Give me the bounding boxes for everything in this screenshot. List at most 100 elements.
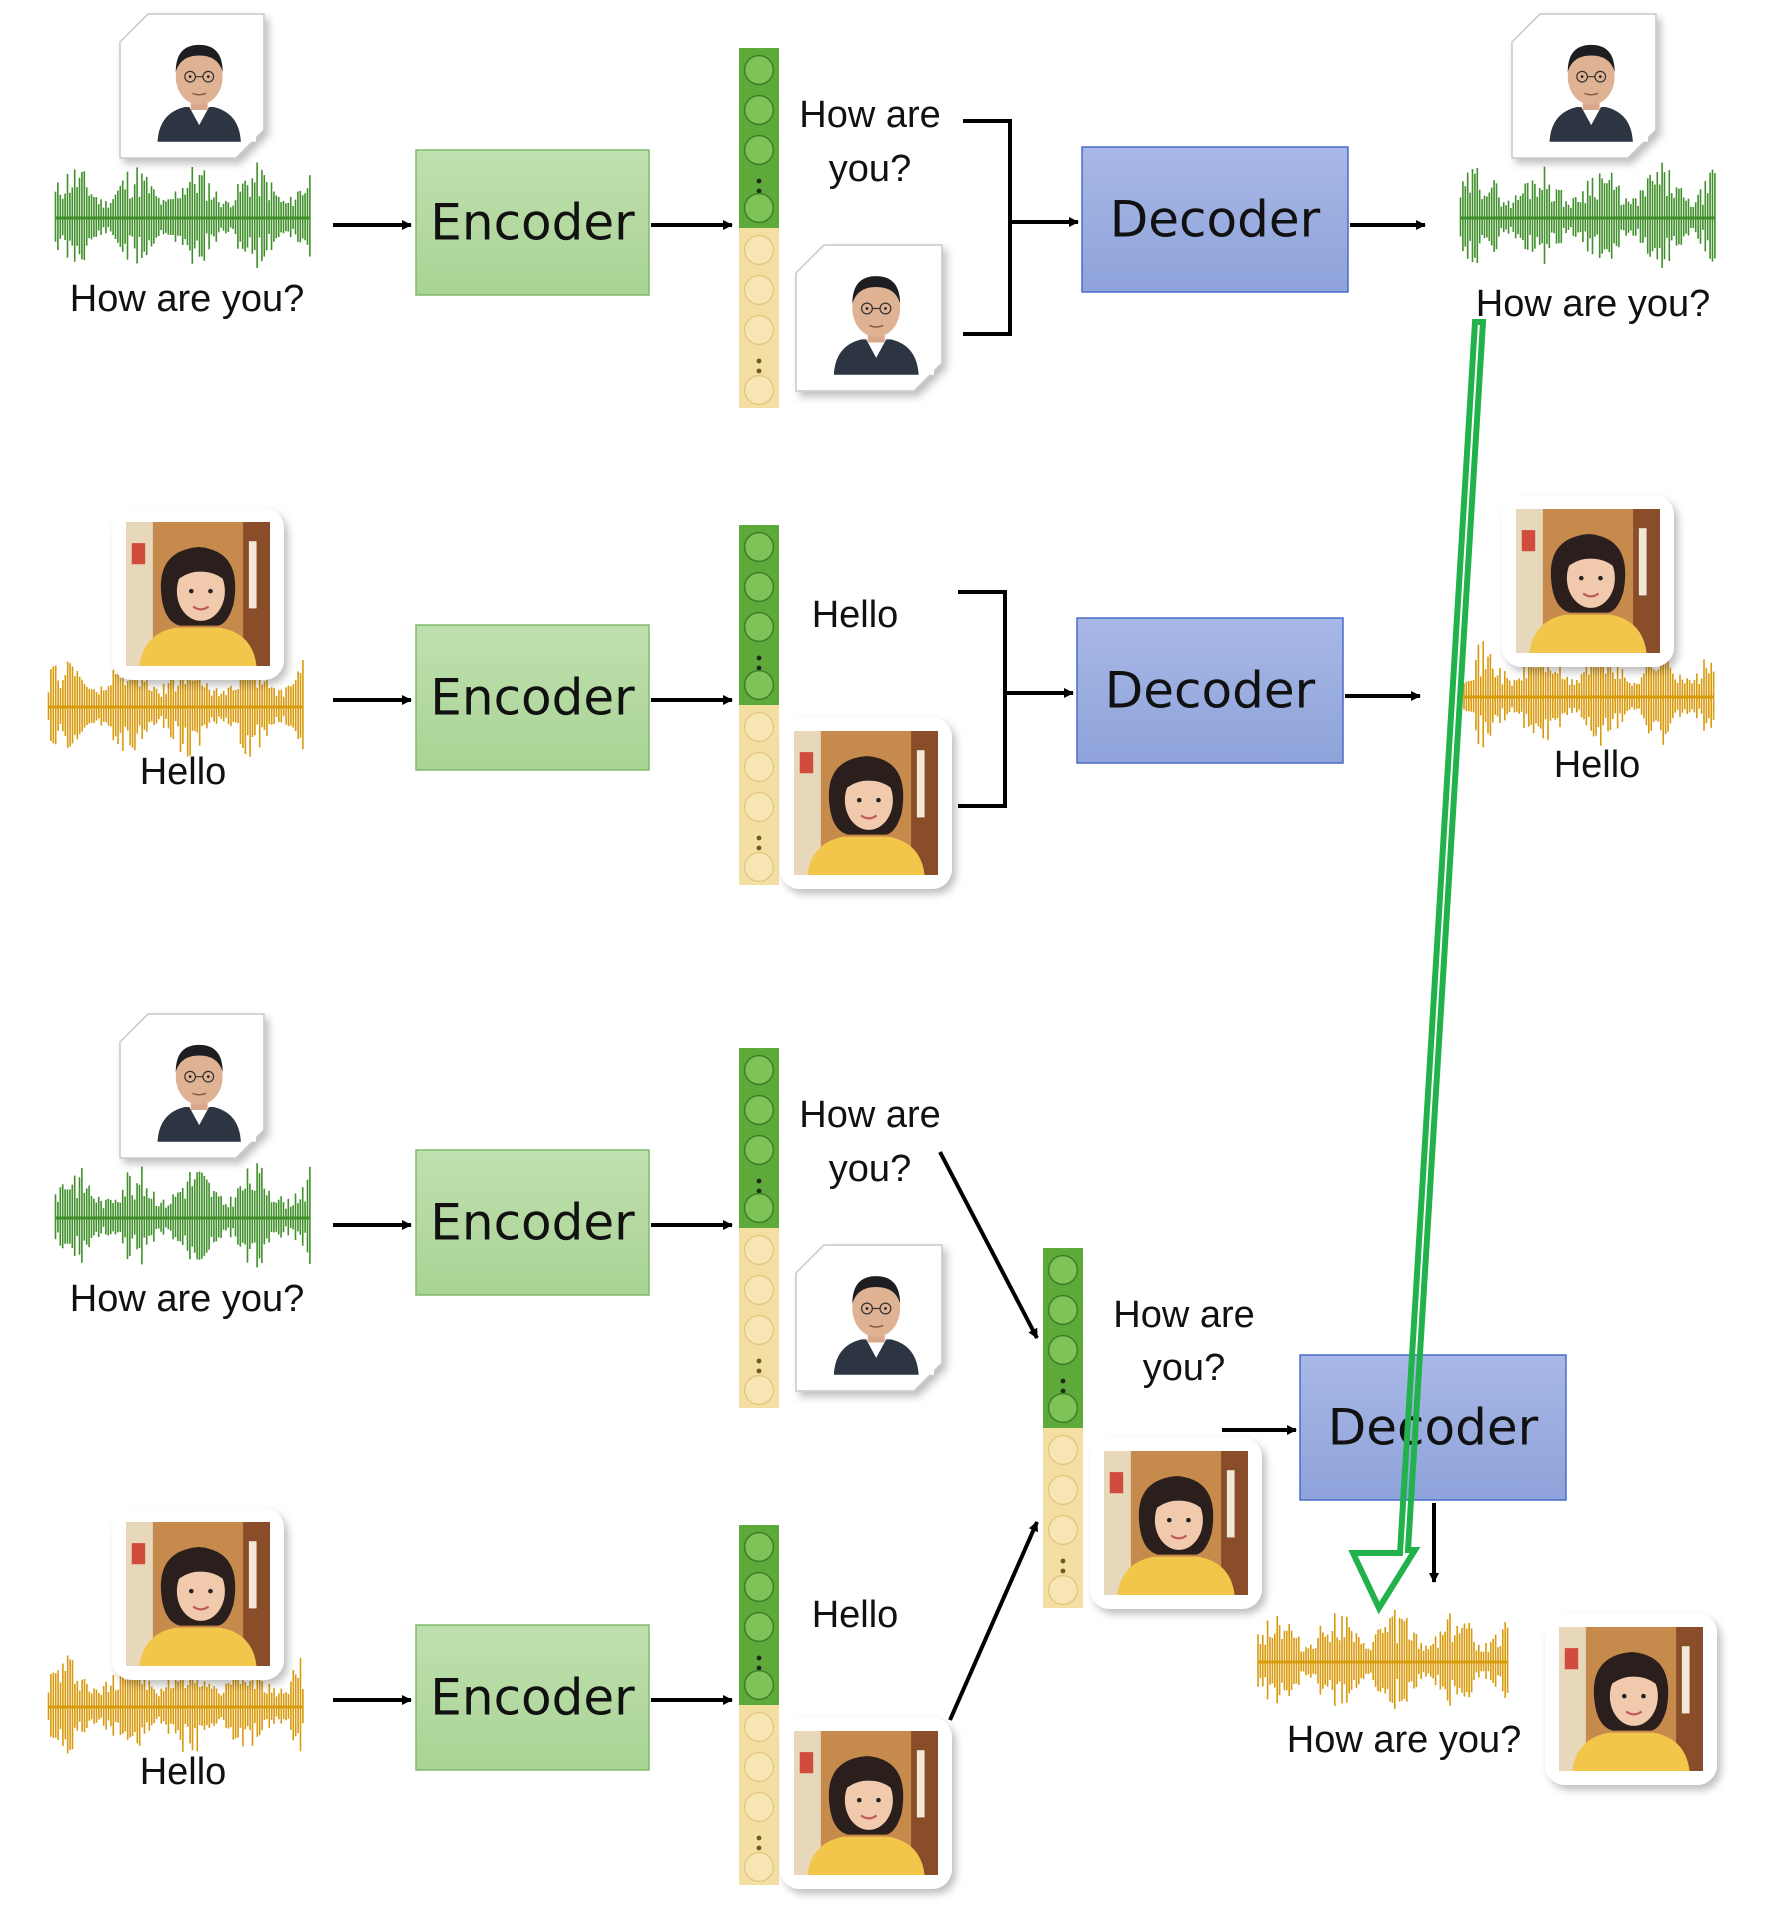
female-face xyxy=(1104,1451,1248,1595)
speaker-unit xyxy=(743,1314,774,1345)
female-face xyxy=(1559,1627,1703,1771)
content-label: you? xyxy=(1143,1347,1225,1389)
encoder-label: Encoder xyxy=(430,669,635,727)
latent-code-vector xyxy=(739,525,779,885)
speaker-unit xyxy=(743,275,774,306)
latent-code-vector xyxy=(739,1525,779,1885)
speaker-photos xyxy=(112,13,1717,1889)
content-unit xyxy=(743,571,775,603)
ellipsis-dot xyxy=(1060,1558,1066,1564)
female-face-photo xyxy=(780,717,952,889)
connector-arrows xyxy=(333,119,1439,1721)
content-label: Hello xyxy=(812,1594,899,1636)
waveform xyxy=(1257,1609,1509,1709)
utterance-labels: How are you? How are you? How are you? Hello… xyxy=(70,94,1710,1793)
content-unit xyxy=(743,1669,775,1701)
male-face-photo xyxy=(1511,13,1657,159)
male-face-photo xyxy=(119,1013,265,1159)
male-face-photo xyxy=(119,13,265,159)
ellipsis-dot xyxy=(1060,1378,1066,1384)
content-label: How are xyxy=(799,94,941,136)
content-unit xyxy=(743,1094,775,1126)
female-face-photo xyxy=(780,1717,952,1889)
ellipsis-dot xyxy=(756,1655,762,1661)
utterance-label: How are you? xyxy=(1287,1719,1521,1761)
speaker-unit xyxy=(1047,1574,1078,1605)
content-label: you? xyxy=(829,1148,911,1190)
speaker-unit xyxy=(743,315,774,346)
speaker-unit xyxy=(1047,1434,1078,1465)
ellipsis-dot xyxy=(756,1845,762,1851)
content-unit xyxy=(743,669,775,701)
content-label: Hello xyxy=(812,594,899,636)
speaker-unit xyxy=(743,1234,774,1265)
utterance-label: Hello xyxy=(1554,744,1641,786)
female-face xyxy=(794,731,938,875)
female-face xyxy=(126,1522,270,1666)
content-unit xyxy=(743,1134,775,1166)
encoder-block xyxy=(415,149,650,296)
female-face xyxy=(794,1731,938,1875)
encoder-label: Encoder xyxy=(430,194,635,252)
content-unit xyxy=(743,134,775,166)
ellipsis-dot xyxy=(756,835,762,841)
utterance-label: How are you? xyxy=(1476,283,1710,325)
speaker-unit xyxy=(743,1851,774,1882)
content-unit xyxy=(743,611,775,643)
content-unit xyxy=(743,1531,775,1563)
merge-bracket xyxy=(963,119,1012,336)
content-unit xyxy=(743,94,775,126)
ellipsis-dot xyxy=(756,1188,762,1194)
content-unit xyxy=(1047,1294,1079,1326)
speaker-transfer-arrow xyxy=(948,1521,1039,1721)
utterance-label: Hello xyxy=(140,751,227,793)
content-unit xyxy=(743,54,775,86)
speaker-unit xyxy=(743,1711,774,1742)
speaker-unit xyxy=(1047,1474,1078,1505)
decoder-block xyxy=(1076,617,1344,764)
encoder-label: Encoder xyxy=(430,1669,635,1727)
waveforms xyxy=(47,162,1716,1754)
female-face-photo xyxy=(1090,1437,1262,1609)
speaker-unit xyxy=(743,851,774,882)
content-unit xyxy=(743,1611,775,1643)
utterance-label: How are you? xyxy=(70,1278,304,1320)
decoder-label: Decoder xyxy=(1110,191,1321,249)
swap-arrow xyxy=(1348,319,1487,1615)
latent-codes xyxy=(739,48,1083,1885)
female-face-photo xyxy=(1502,495,1674,667)
ellipsis-dot xyxy=(756,188,762,194)
female-face xyxy=(1516,509,1660,653)
speaker-unit xyxy=(743,1751,774,1782)
ellipsis-dot xyxy=(756,1178,762,1184)
speaker-unit xyxy=(743,235,774,266)
male-face xyxy=(142,27,256,143)
ellipsis-dot xyxy=(756,665,762,671)
speaker-unit xyxy=(743,791,774,822)
ellipsis-dot xyxy=(756,655,762,661)
female-face-photo xyxy=(112,508,284,680)
ellipsis-dot xyxy=(756,1358,762,1364)
ellipsis-dot xyxy=(756,178,762,184)
latent-code-vector xyxy=(1043,1248,1083,1608)
content-unit xyxy=(743,531,775,563)
utterance-label: Hello xyxy=(140,1751,227,1793)
ellipsis-dot xyxy=(756,358,762,364)
speaker-unit xyxy=(743,375,774,406)
content-label: you? xyxy=(829,148,911,190)
male-face xyxy=(818,258,934,376)
speaker-unit xyxy=(743,1274,774,1305)
speaker-unit xyxy=(743,1791,774,1822)
male-face xyxy=(818,1258,934,1376)
speaker-unit xyxy=(743,751,774,782)
ellipsis-dot xyxy=(756,1835,762,1841)
male-face-photo xyxy=(795,1244,943,1392)
female-face-photo xyxy=(112,1508,284,1680)
male-face-photo xyxy=(795,244,943,392)
speaker-unit xyxy=(743,711,774,742)
decoder-label: Decoder xyxy=(1328,1399,1539,1457)
content-label: How are xyxy=(799,1094,941,1136)
content-label: How are xyxy=(1113,1294,1255,1336)
